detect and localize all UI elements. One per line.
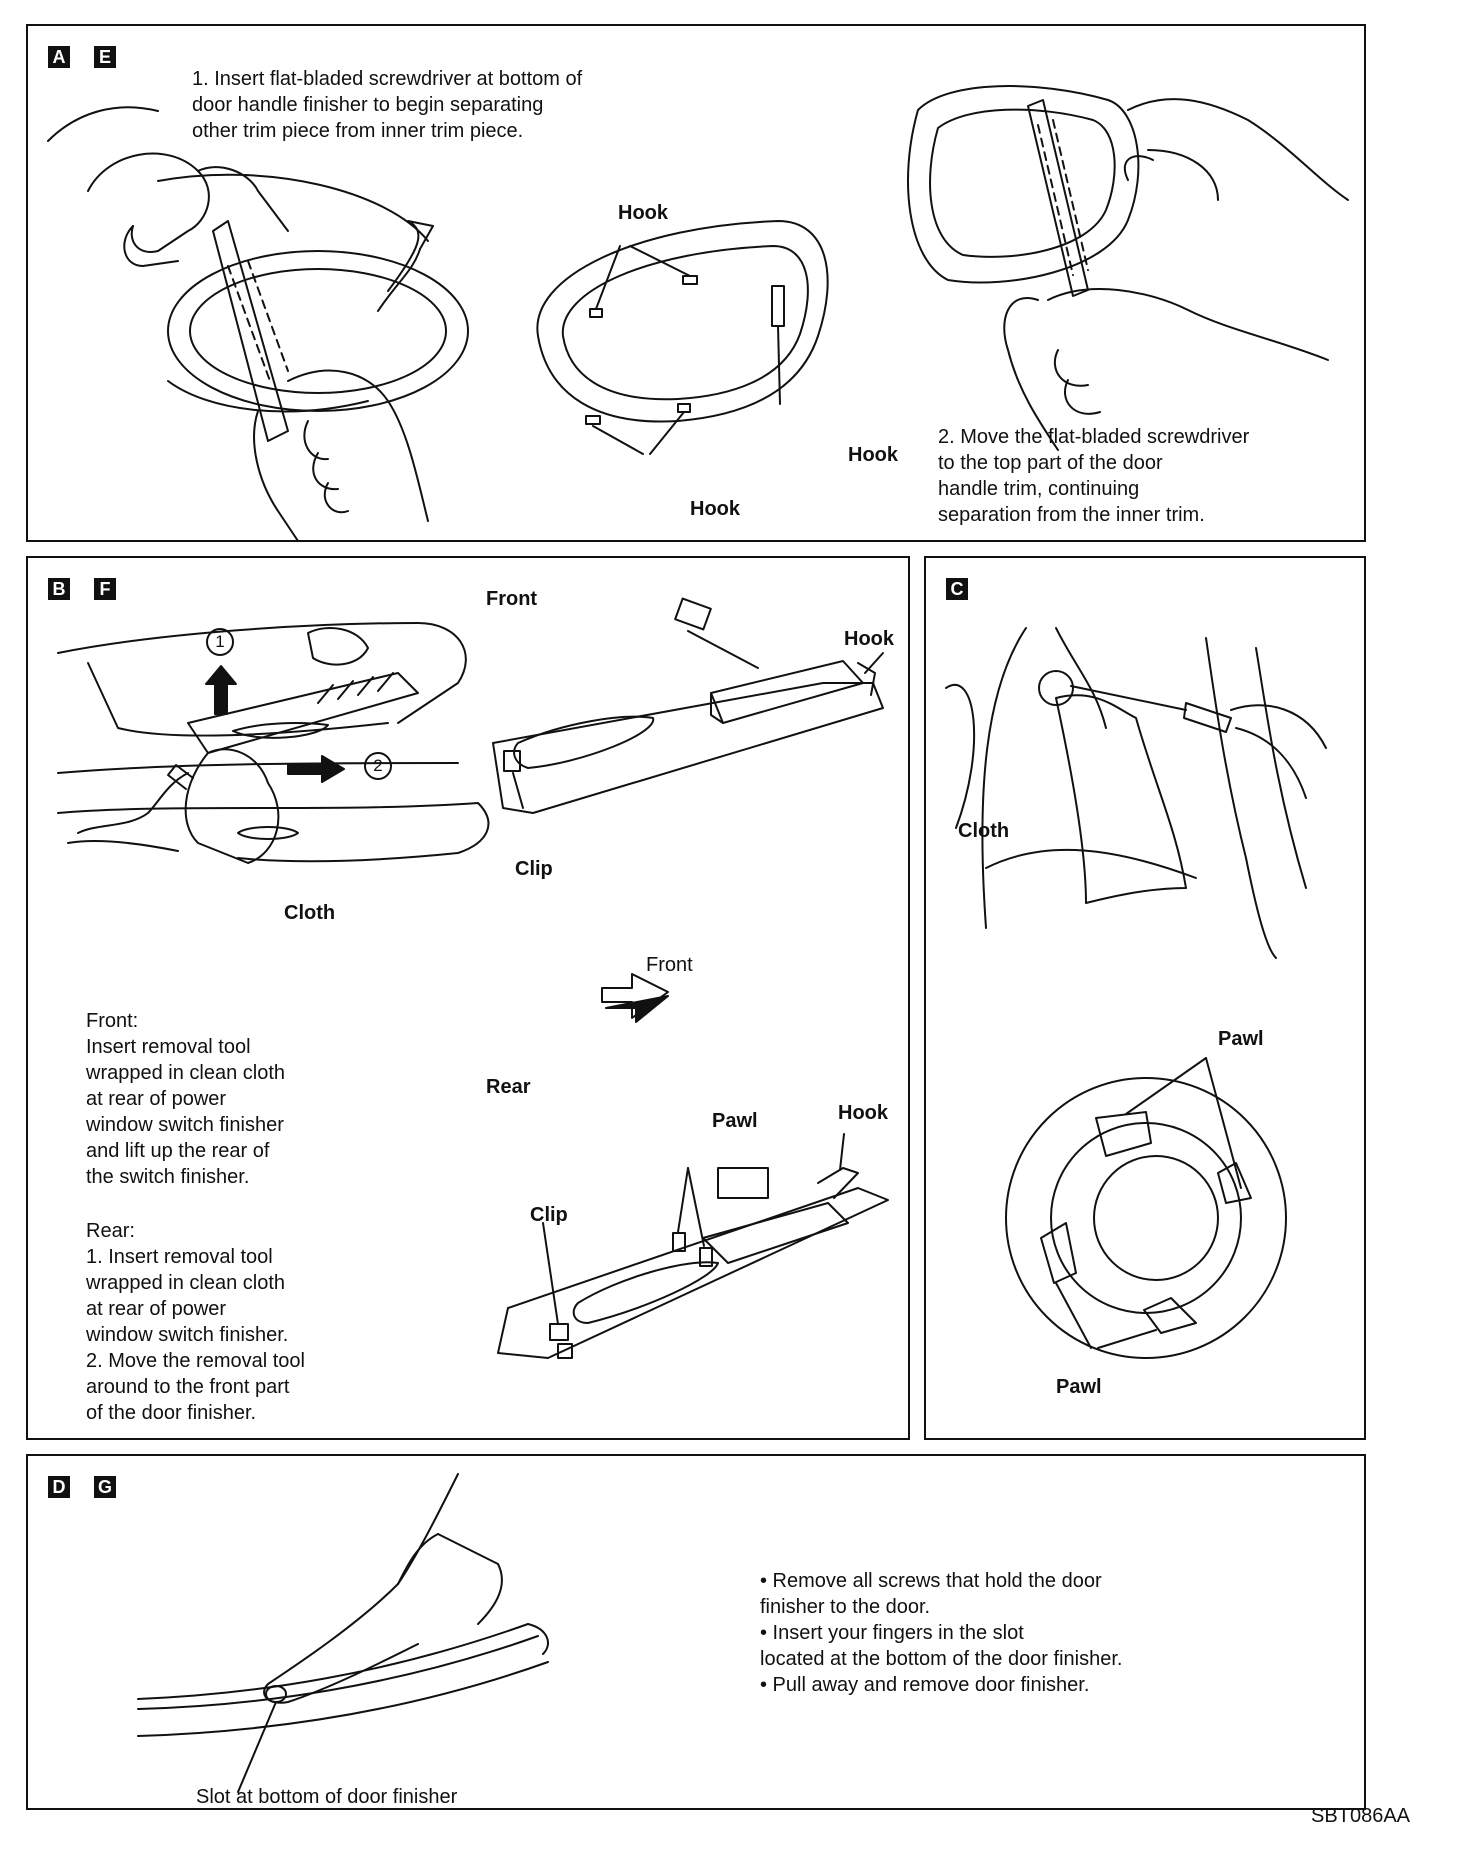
cloth-removal-tool-illustration	[945, 627, 1327, 959]
cloth-label-c: Cloth	[958, 820, 1010, 842]
front-direction-arrow-icon	[601, 973, 669, 1023]
step1-text: 1. Insert flat-bladed screwdriver at bot…	[192, 68, 583, 142]
clip-label-front: Clip	[515, 858, 553, 880]
door-switch-finisher-illustration	[57, 622, 490, 864]
step-circle-2: 2	[364, 752, 392, 780]
switch-finisher-front-illustration	[492, 597, 884, 814]
figure-code: SBT086AA	[1311, 1805, 1410, 1827]
front-arrow-label: Front	[646, 954, 693, 976]
step-circle-1-text: 1	[215, 632, 225, 651]
lift-arrow-up-icon	[205, 665, 237, 715]
badge-g: G	[94, 1476, 116, 1498]
badge-e: E	[94, 46, 116, 68]
finisher-bullets: • Remove all screws that hold the door f…	[760, 1570, 1123, 1696]
retainer-pawls-illustration	[1005, 1057, 1287, 1359]
step2-text: 2. Move the flat-bladed screwdriver to t…	[938, 426, 1250, 526]
panel-dg: D G Slot at bottom of door finisher • Re…	[26, 1454, 1366, 1810]
step-circle-2-text: 2	[373, 756, 383, 775]
trim-ring-hooks-illustration	[536, 220, 829, 455]
trim-separation-illustration	[907, 85, 1349, 451]
pawl-label-rear: Pawl	[712, 1110, 758, 1132]
badge-c: C	[946, 578, 968, 600]
step-circle-1: 1	[206, 628, 234, 656]
hook-label-front: Hook	[844, 628, 894, 650]
slot-label: Slot at bottom of door finisher	[196, 1786, 458, 1808]
pawl-label-bottom: Pawl	[1056, 1376, 1102, 1398]
switch-finisher-rear-illustration	[497, 1133, 889, 1359]
slide-arrow-right-icon	[287, 755, 345, 783]
panel-c: C Cloth Pawl Pawl	[924, 556, 1366, 1440]
badge-a: A	[48, 46, 70, 68]
rear-heading: Rear	[486, 1076, 531, 1098]
cloth-label-bf: Cloth	[284, 902, 336, 924]
hook-label-rear: Hook	[838, 1102, 888, 1124]
panel-bf: B F 1 2 Cloth Front Hook Clip	[26, 556, 910, 1440]
hook-label-right: Hook	[848, 444, 898, 466]
rear-instructions: Rear: 1. Insert removal tool wrapped in …	[86, 1220, 305, 1424]
door-finisher-slot-illustration	[137, 1473, 549, 1793]
panel-ae: A E 1. Insert flat-bladed screwdriver at…	[26, 24, 1366, 542]
badge-d: D	[48, 1476, 70, 1498]
handle-finisher-removal-illustration	[47, 106, 469, 542]
hook-label-bottom: Hook	[690, 498, 740, 520]
badge-b: B	[48, 578, 70, 600]
front-instructions: Front: Insert removal tool wrapped in cl…	[86, 1010, 286, 1188]
pawl-label-top: Pawl	[1218, 1028, 1264, 1050]
hook-label-top: Hook	[618, 202, 668, 224]
clip-label-rear: Clip	[530, 1204, 568, 1226]
front-heading: Front	[486, 588, 538, 610]
badge-f: F	[94, 578, 116, 600]
